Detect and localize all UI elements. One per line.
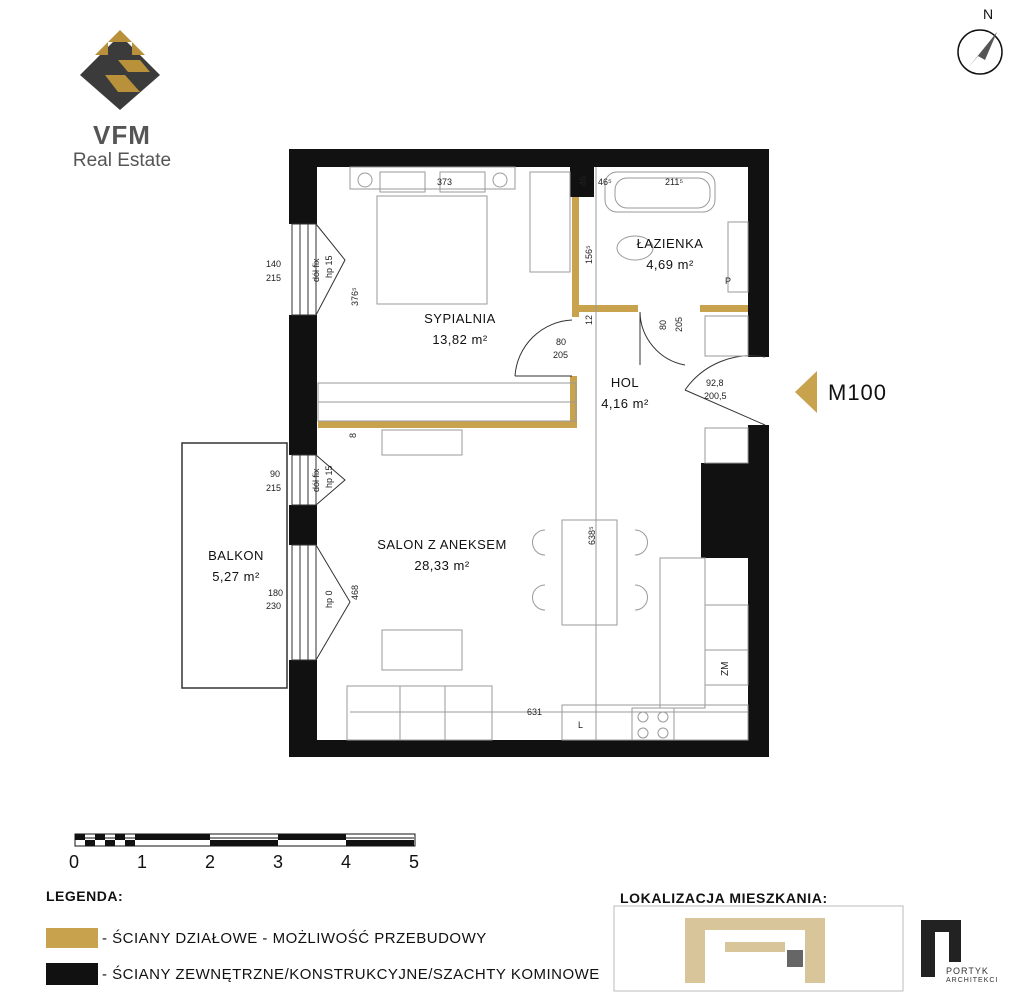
dim-door-bedroom-w: 80 [556,337,567,347]
compass-label: N [983,6,994,22]
fridge-label: ZM [720,661,731,676]
room-area: 4,69 m² [646,257,694,272]
legend-item-partition: - ŚCIANY DZIAŁOWE - MOŻLIWOŚĆ PRZEBUDOWY [102,930,487,947]
dim-living-height: 468 [350,584,360,600]
location-title: LOKALIZACJA MIESZKANIA: [620,890,828,906]
scale-label: 5 [409,852,420,872]
room-name: ŁAZIENKA [636,236,704,251]
dim-window-bedroom-tag: dół fix [311,258,321,282]
room-living: SALON Z ANEKSEM 28,33 m² [362,537,522,573]
brand-name: VFM [93,120,151,150]
room-bathroom: ŁAZIENKA 4,69 m² [605,236,735,272]
partition-walls [318,197,748,428]
room-balcony: BALKON 5,27 m² [186,548,286,584]
dim-window-living2-w: 180 [268,588,284,598]
dim-window-bedroom-tag: hp 15 [324,255,334,278]
room-area: 28,33 m² [414,558,470,573]
dim-window-bedroom-h: 215 [266,273,282,283]
dim-bath-gap: 12 [584,314,594,325]
room-hall: HOL 4,16 m² [575,375,675,411]
dim-bedroom-width: 373 [437,177,453,187]
scale-label: 1 [137,852,148,872]
legend-swatch-structural [46,963,98,985]
room-name: SALON Z ANEKSEM [377,537,507,552]
unit-marker-icon [795,371,817,413]
scale-label: 0 [69,852,80,872]
dim-bath-width: 46⁵ [598,177,612,187]
room-name: SYPIALNIA [424,311,496,326]
scale-label: 3 [273,852,284,872]
room-bedroom: SYPIALNIA 13,82 m² [395,311,525,347]
dim-window-living2-tag: hp 0 [324,590,334,608]
structural-walls [289,149,769,757]
scale-bar [74,833,416,847]
logo-icon [80,30,160,110]
dim-window-living1-w: 90 [270,469,281,479]
location-map [613,905,904,992]
dim-door-bath-w: 80 [658,319,668,330]
dim-living-width: 631 [527,707,543,717]
architect-title: PORTYK [946,966,989,976]
legend-title: LEGENDA: [46,888,124,904]
dim-bath-height: 156⁵ [584,245,594,264]
unit-label: M100 [828,380,888,405]
room-name: BALKON [208,548,264,563]
balcony-outline [181,442,288,689]
dim-door-entry-w: 92,8 [706,378,724,388]
portyk-logo-icon [921,920,961,977]
room-area: 5,27 m² [212,569,260,584]
dim-door-bedroom-h: 205 [553,350,569,360]
sink-label: L [578,720,584,730]
dim-window-living2-h: 230 [266,601,282,611]
bath-fixture-label: P [725,276,732,286]
room-area: 4,16 m² [601,396,649,411]
legend-item-structural: - ŚCIANY ZEWNĘTRZNE/KONSTRUKCYJNE/SZACHT… [102,966,600,983]
dim-window-living1-tag: hp 15 [324,465,334,488]
legend-swatch-partition [46,928,98,948]
dim-bedroom-height: 376⁵ [350,287,360,306]
scale-label: 4 [341,852,352,872]
scale-label: 2 [205,852,216,872]
dim-bath-niche: 46 [578,175,588,186]
architect-name: PORTYK ARCHITEKCI [946,966,998,986]
room-name: HOL [610,375,640,390]
dim-door-bath-h: 205 [674,316,684,332]
room-area: 13,82 m² [432,332,488,347]
dim-door-entry-h: 200,5 [704,391,727,401]
architect-sub: ARCHITEKCI [946,977,999,984]
compass-icon [957,29,1003,75]
dim-bathtub: 211⁵ [665,177,684,187]
brand-subtitle: Real Estate [72,150,172,171]
dim-table-length: 638⁵ [587,526,597,545]
dim-window-living1-h: 215 [266,483,282,493]
dim-wall-thickness: 8 [348,432,358,438]
dim-window-living1-tag: dół fix [311,468,321,492]
dim-window-bedroom-w: 140 [266,259,282,269]
